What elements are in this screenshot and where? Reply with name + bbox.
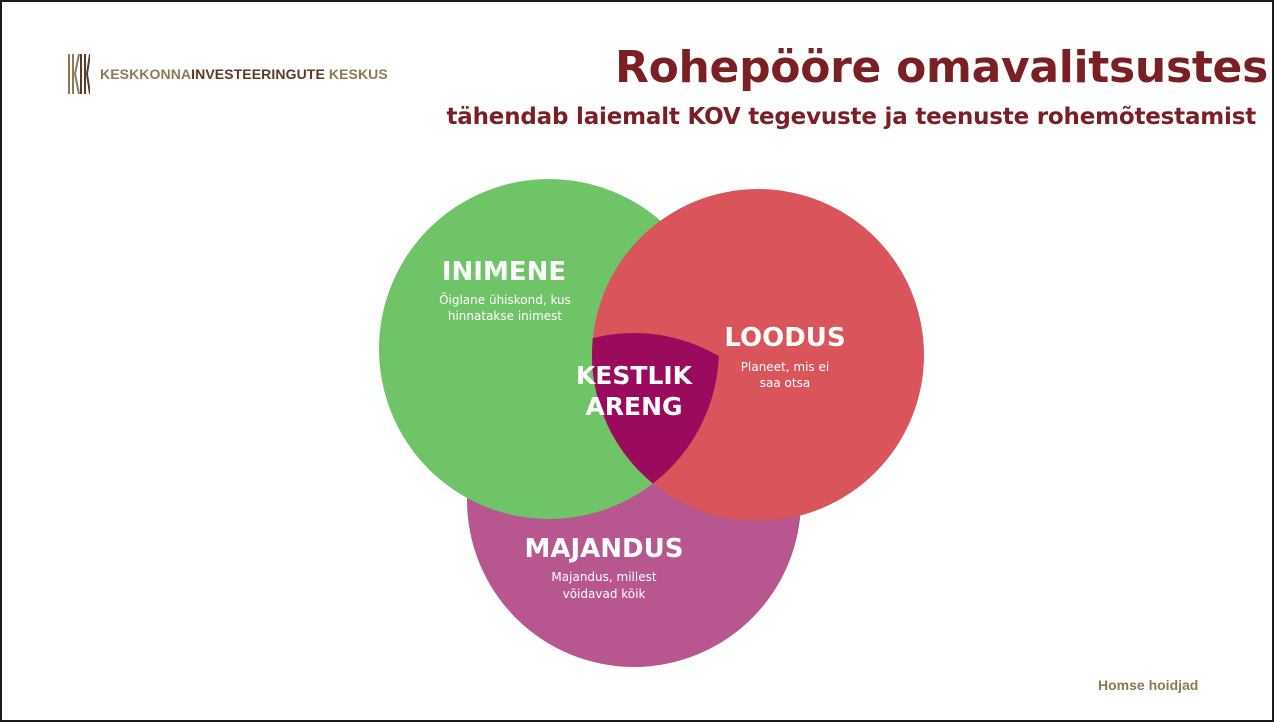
loodus-title: LOODUS (724, 323, 845, 353)
majandus-title: MAJANDUS (525, 534, 684, 564)
logo-text-part3: KESKUS (324, 66, 388, 82)
inimene-desc-line2: hinnatakse inimest (448, 309, 563, 323)
footer-text: Homse hoidjad (1098, 677, 1199, 693)
logo-text: KESKKONNAINVESTEERINGUTE KESKUS (100, 66, 388, 82)
majandus-desc-line2: võidavad kõik (563, 587, 646, 601)
logo-text-part1: KESKKONNA (100, 66, 192, 82)
center-label-line2: ARENG (585, 392, 682, 421)
loodus-desc-line2: saa otsa (760, 376, 810, 390)
loodus-desc-line1: Planeet, mis ei (741, 360, 829, 374)
majandus-desc-line1: Majandus, millest (551, 570, 656, 584)
kik-logo-icon (68, 54, 90, 94)
logo-text-part2: INVESTEERINGUTE (191, 66, 325, 82)
inimene-title: INIMENE (442, 257, 566, 287)
page-subtitle: tähendab laiemalt KOV tegevuste ja teenu… (446, 104, 1257, 130)
center-label-line1: KESTLIK (576, 361, 694, 390)
page-title: Rohepööre omavalitsustes (615, 42, 1268, 93)
inimene-desc-line1: Õiglane ühiskond, kus (439, 292, 571, 307)
logo: KESKKONNAINVESTEERINGUTE KESKUS (68, 54, 388, 94)
